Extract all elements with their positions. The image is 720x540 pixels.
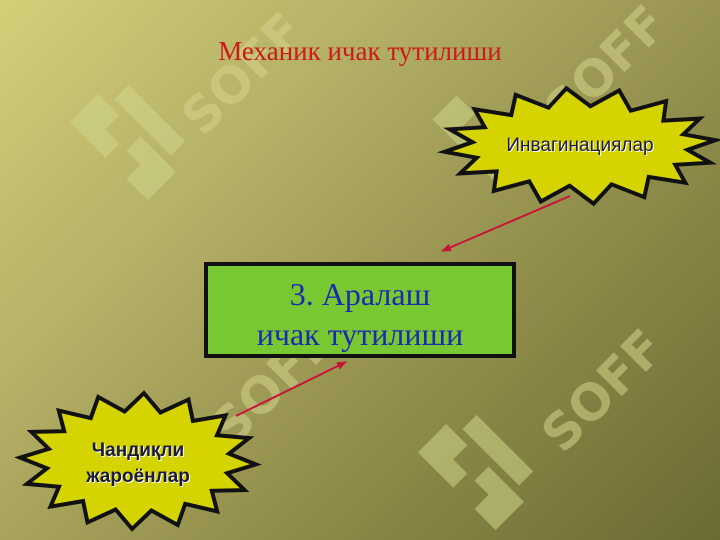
starburst-top-label: Инвагинациялар — [506, 135, 654, 156]
arrow-top-to-box — [441, 195, 571, 252]
starburst-top — [436, 85, 720, 207]
arrow-bottom-to-box — [235, 361, 347, 417]
center-box-line1: 3. Аралаш — [289, 276, 431, 312]
center-box-line2: ичак тутилиши — [256, 316, 464, 352]
starburst-bottom-line2: жароёнлар — [86, 466, 190, 487]
starburst-bottom — [14, 390, 262, 532]
center-box: 3. Аралаш ичак тутилиши — [204, 262, 516, 358]
starburst-bottom-label: Чандиқли жароёнлар — [48, 438, 228, 490]
watermark-logo-icon — [69, 84, 186, 201]
starburst-bottom-line1: Чандиқли — [91, 440, 185, 461]
slide-title: Механик ичак тутилиши — [218, 36, 502, 66]
watermark-logo-icon — [417, 414, 534, 531]
